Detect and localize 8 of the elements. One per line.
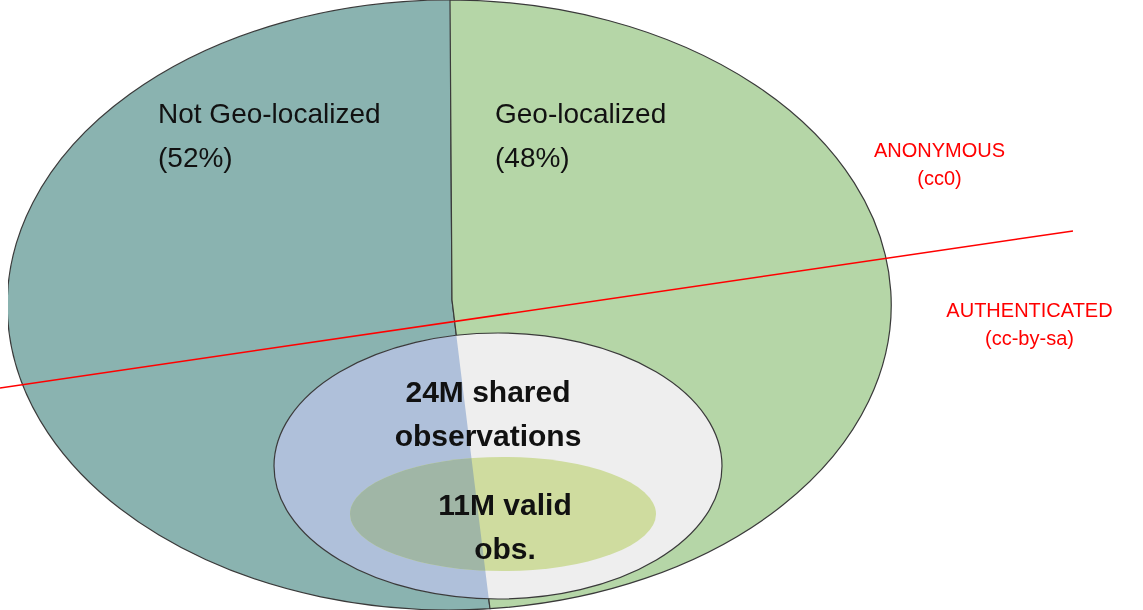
- zone-label: AUTHENTICATED (cc-by-sa): [945, 298, 1114, 351]
- category-label: Not Geo-localized (52%): [158, 97, 382, 175]
- ellipse-region: [273, 332, 723, 600]
- count-label: 11M valid obs.: [437, 487, 573, 567]
- ellipse-region: [350, 457, 657, 572]
- zone-label: ANONYMOUS (cc0): [872, 138, 1007, 191]
- category-label: Geo-localized (48%): [495, 97, 668, 175]
- count-label: 24M shared observations: [393, 374, 583, 454]
